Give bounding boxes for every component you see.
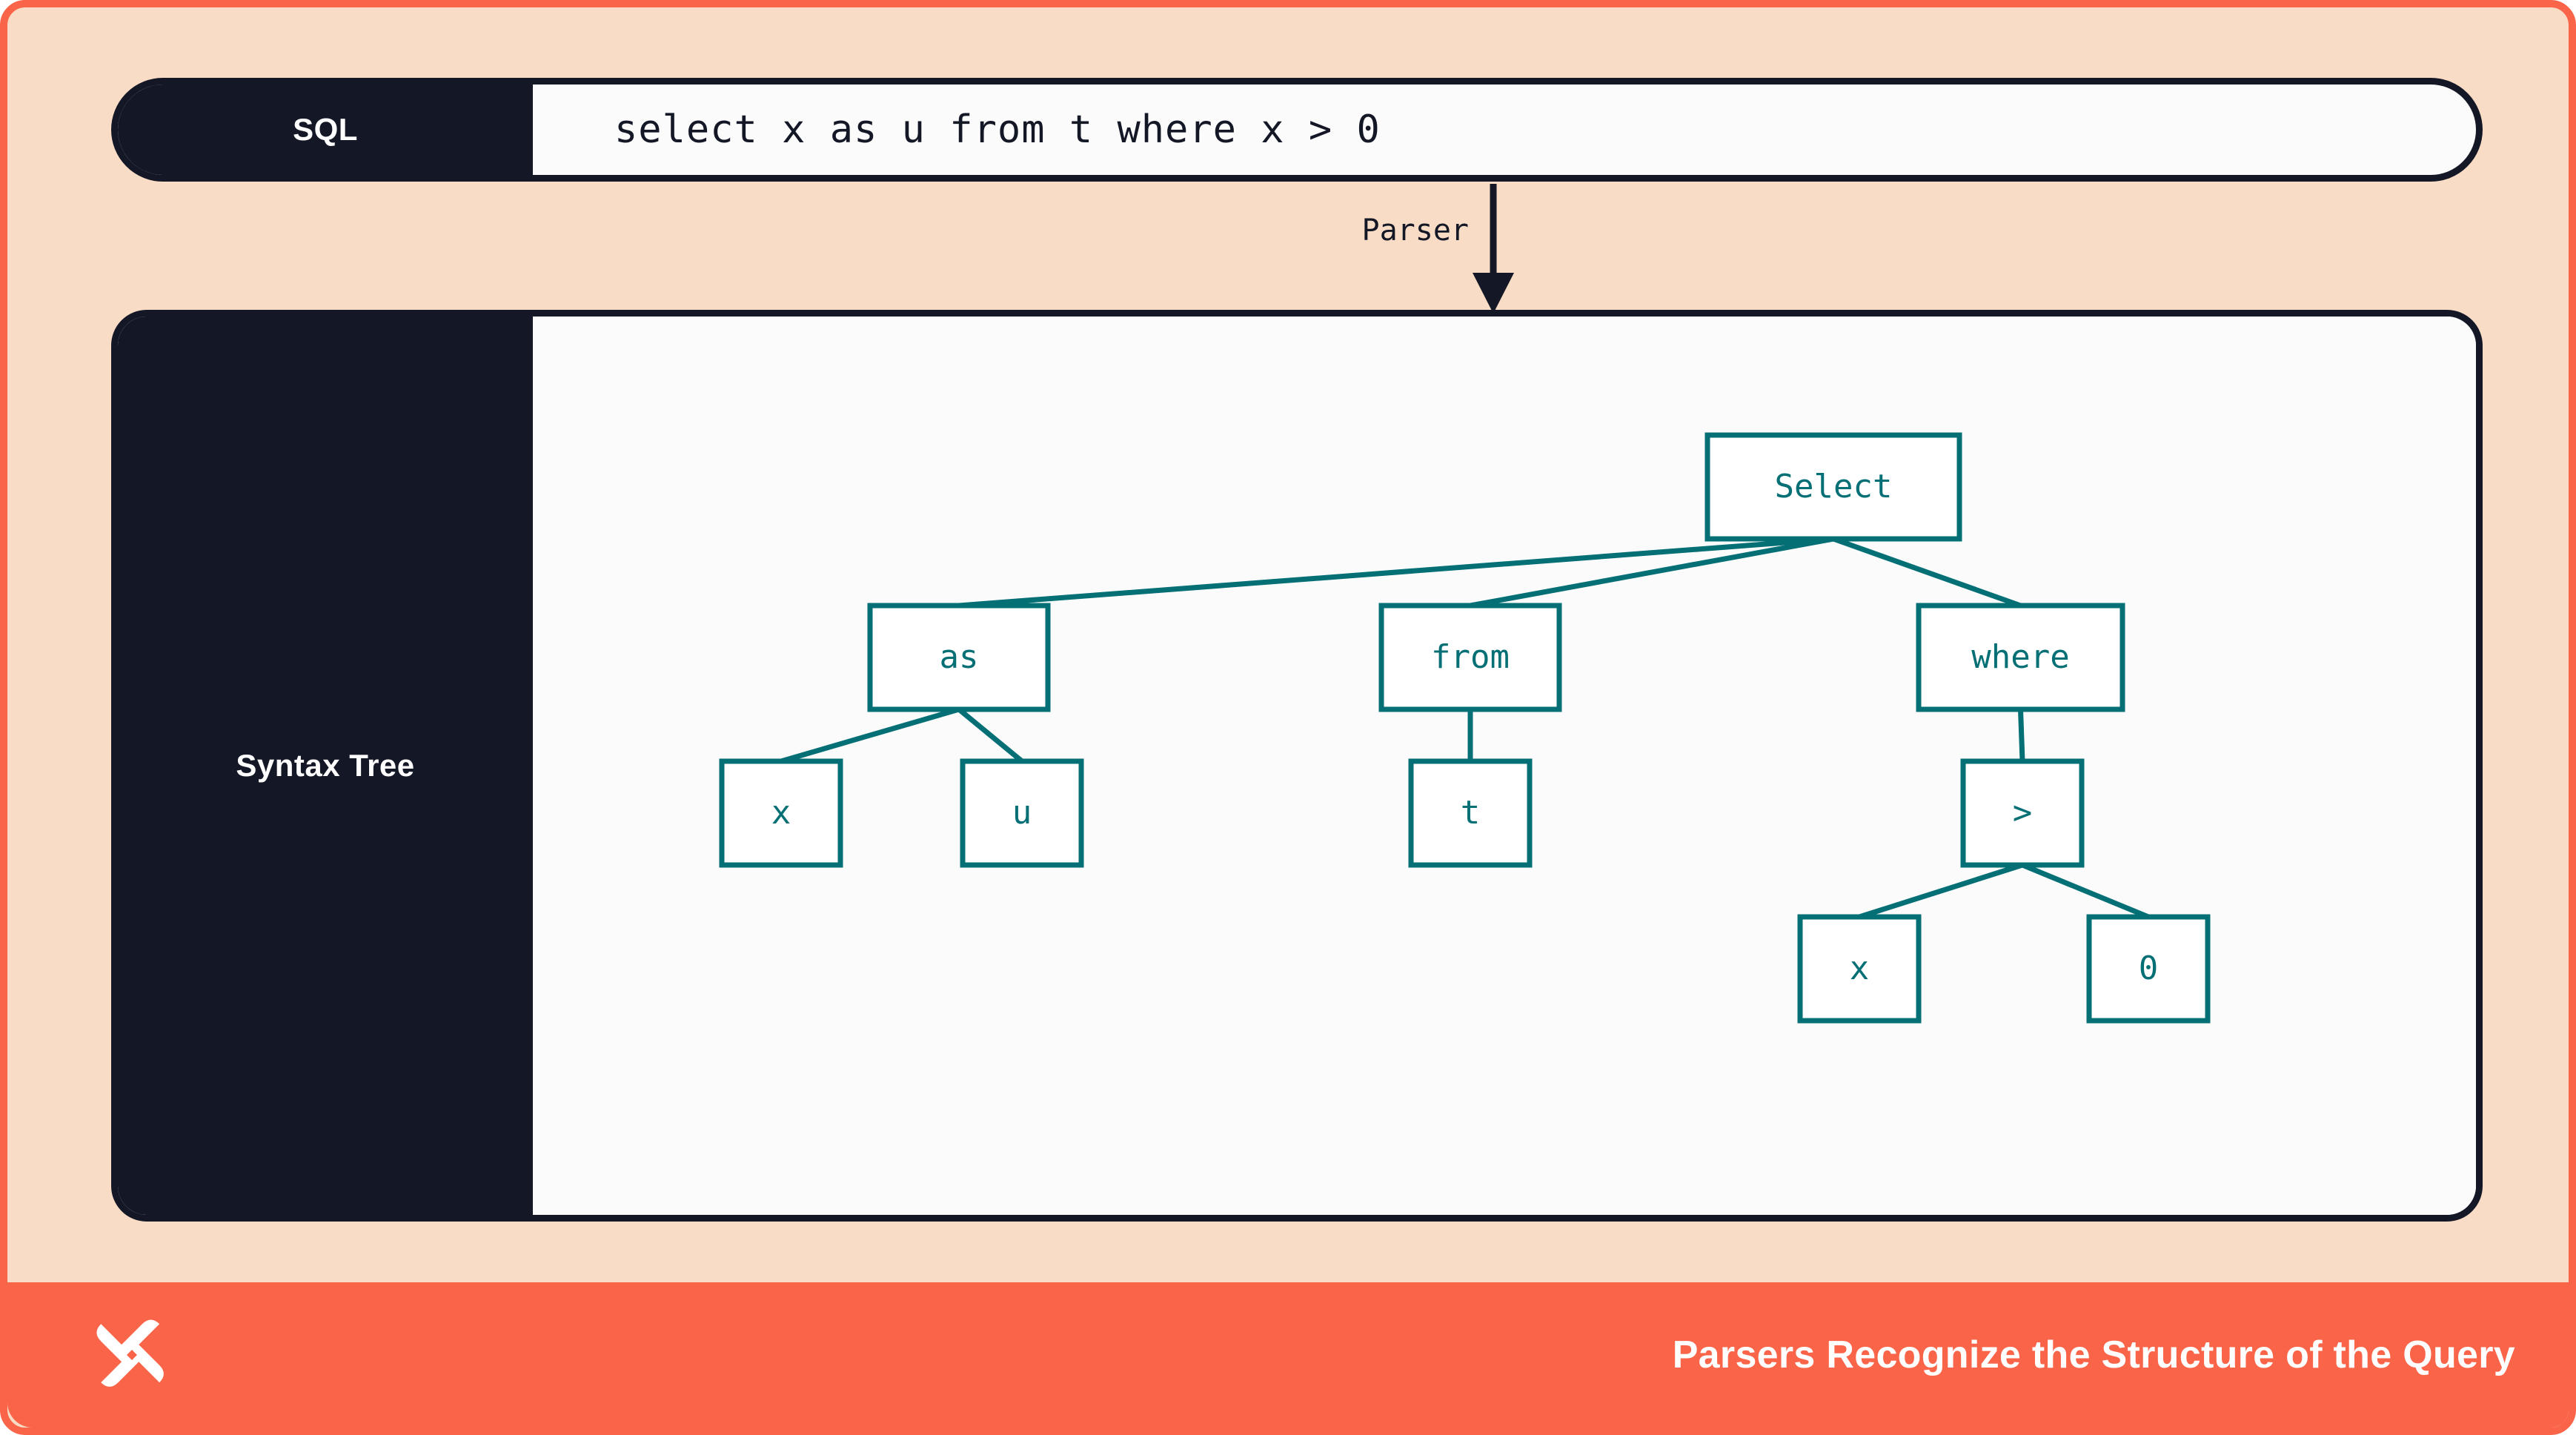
- tree-node-as_u[interactable]: u: [960, 758, 1084, 868]
- tree-node-label: from: [1431, 638, 1510, 676]
- footer-caption: Parsers Recognize the Structure of the Q…: [1672, 1333, 2515, 1376]
- tree-node-box: [960, 758, 1084, 868]
- tree-node-label: x: [771, 794, 791, 832]
- tree-edge: [780, 706, 960, 764]
- tree-edge: [958, 536, 1834, 609]
- syntax-tree-graphic: Select as from where x u t > x 0: [719, 432, 2211, 1024]
- tree-node-box: [1408, 758, 1533, 868]
- tree-node-as[interactable]: as: [867, 603, 1051, 712]
- tree-node-box: [1797, 914, 1922, 1024]
- syntax-tree-panel-label: Syntax Tree: [118, 317, 533, 1215]
- syntax-tree-canvas: Select as from where x u t > x 0: [533, 317, 2476, 1215]
- tree-node-box: [1916, 603, 2125, 712]
- tree-node-where[interactable]: where: [1916, 603, 2125, 712]
- tree-node-from[interactable]: from: [1378, 603, 1562, 712]
- tree-edge: [1858, 862, 2024, 920]
- tree-node-box: [1960, 758, 2085, 868]
- tree-node-gt_0[interactable]: 0: [2086, 914, 2211, 1024]
- sql-row: SQL select x as u from t where x > 0: [111, 78, 2483, 182]
- tree-node-label: as: [940, 638, 979, 676]
- parser-arrow-icon: [1473, 184, 1514, 314]
- tree-node-box: [1704, 432, 1962, 542]
- tree-node-label: u: [1012, 794, 1032, 832]
- tree-node-gt[interactable]: >: [1960, 758, 2085, 868]
- tree-node-gt_x[interactable]: x: [1797, 914, 1922, 1024]
- tree-node-box: [867, 603, 1051, 712]
- tree-node-label: x: [1850, 950, 1870, 987]
- parser-arrow-group: Parser: [1327, 184, 1519, 314]
- star-x-logo-icon: [96, 1319, 164, 1387]
- tree-node-select[interactable]: Select: [1704, 432, 1962, 542]
- tree-node-label: 0: [2139, 950, 2159, 987]
- tree-node-box: [1378, 603, 1562, 712]
- tree-node-label: Select: [1775, 468, 1893, 506]
- sql-query-text: select x as u from t where x > 0: [614, 107, 1381, 152]
- tree-edge: [2018, 709, 2025, 762]
- parser-arrow-label: Parser: [1361, 213, 1470, 248]
- tree-node-from_t[interactable]: t: [1408, 758, 1533, 868]
- tree-node-label: >: [2013, 794, 2033, 832]
- tree-edge: [957, 707, 1024, 763]
- tree-node-box: [2086, 914, 2211, 1024]
- tree-edges: [780, 536, 2150, 920]
- tree-node-box: [719, 758, 843, 868]
- footer-bar: Parsers Recognize the Structure of the Q…: [7, 1282, 2569, 1428]
- tree-edge: [2021, 862, 2150, 920]
- tree-node-as_x[interactable]: x: [719, 758, 843, 868]
- syntax-tree-panel: Syntax Tree Select as from where x u t > x 0: [111, 310, 2483, 1222]
- sql-row-label: SQL: [118, 84, 533, 175]
- tree-node-label: where: [1971, 638, 2069, 676]
- tree-edge: [1832, 536, 2022, 609]
- tree-edge: [1470, 536, 1834, 609]
- tree-nodes: Select as from where x u t > x 0: [719, 432, 2211, 1024]
- tree-node-label: t: [1461, 794, 1481, 832]
